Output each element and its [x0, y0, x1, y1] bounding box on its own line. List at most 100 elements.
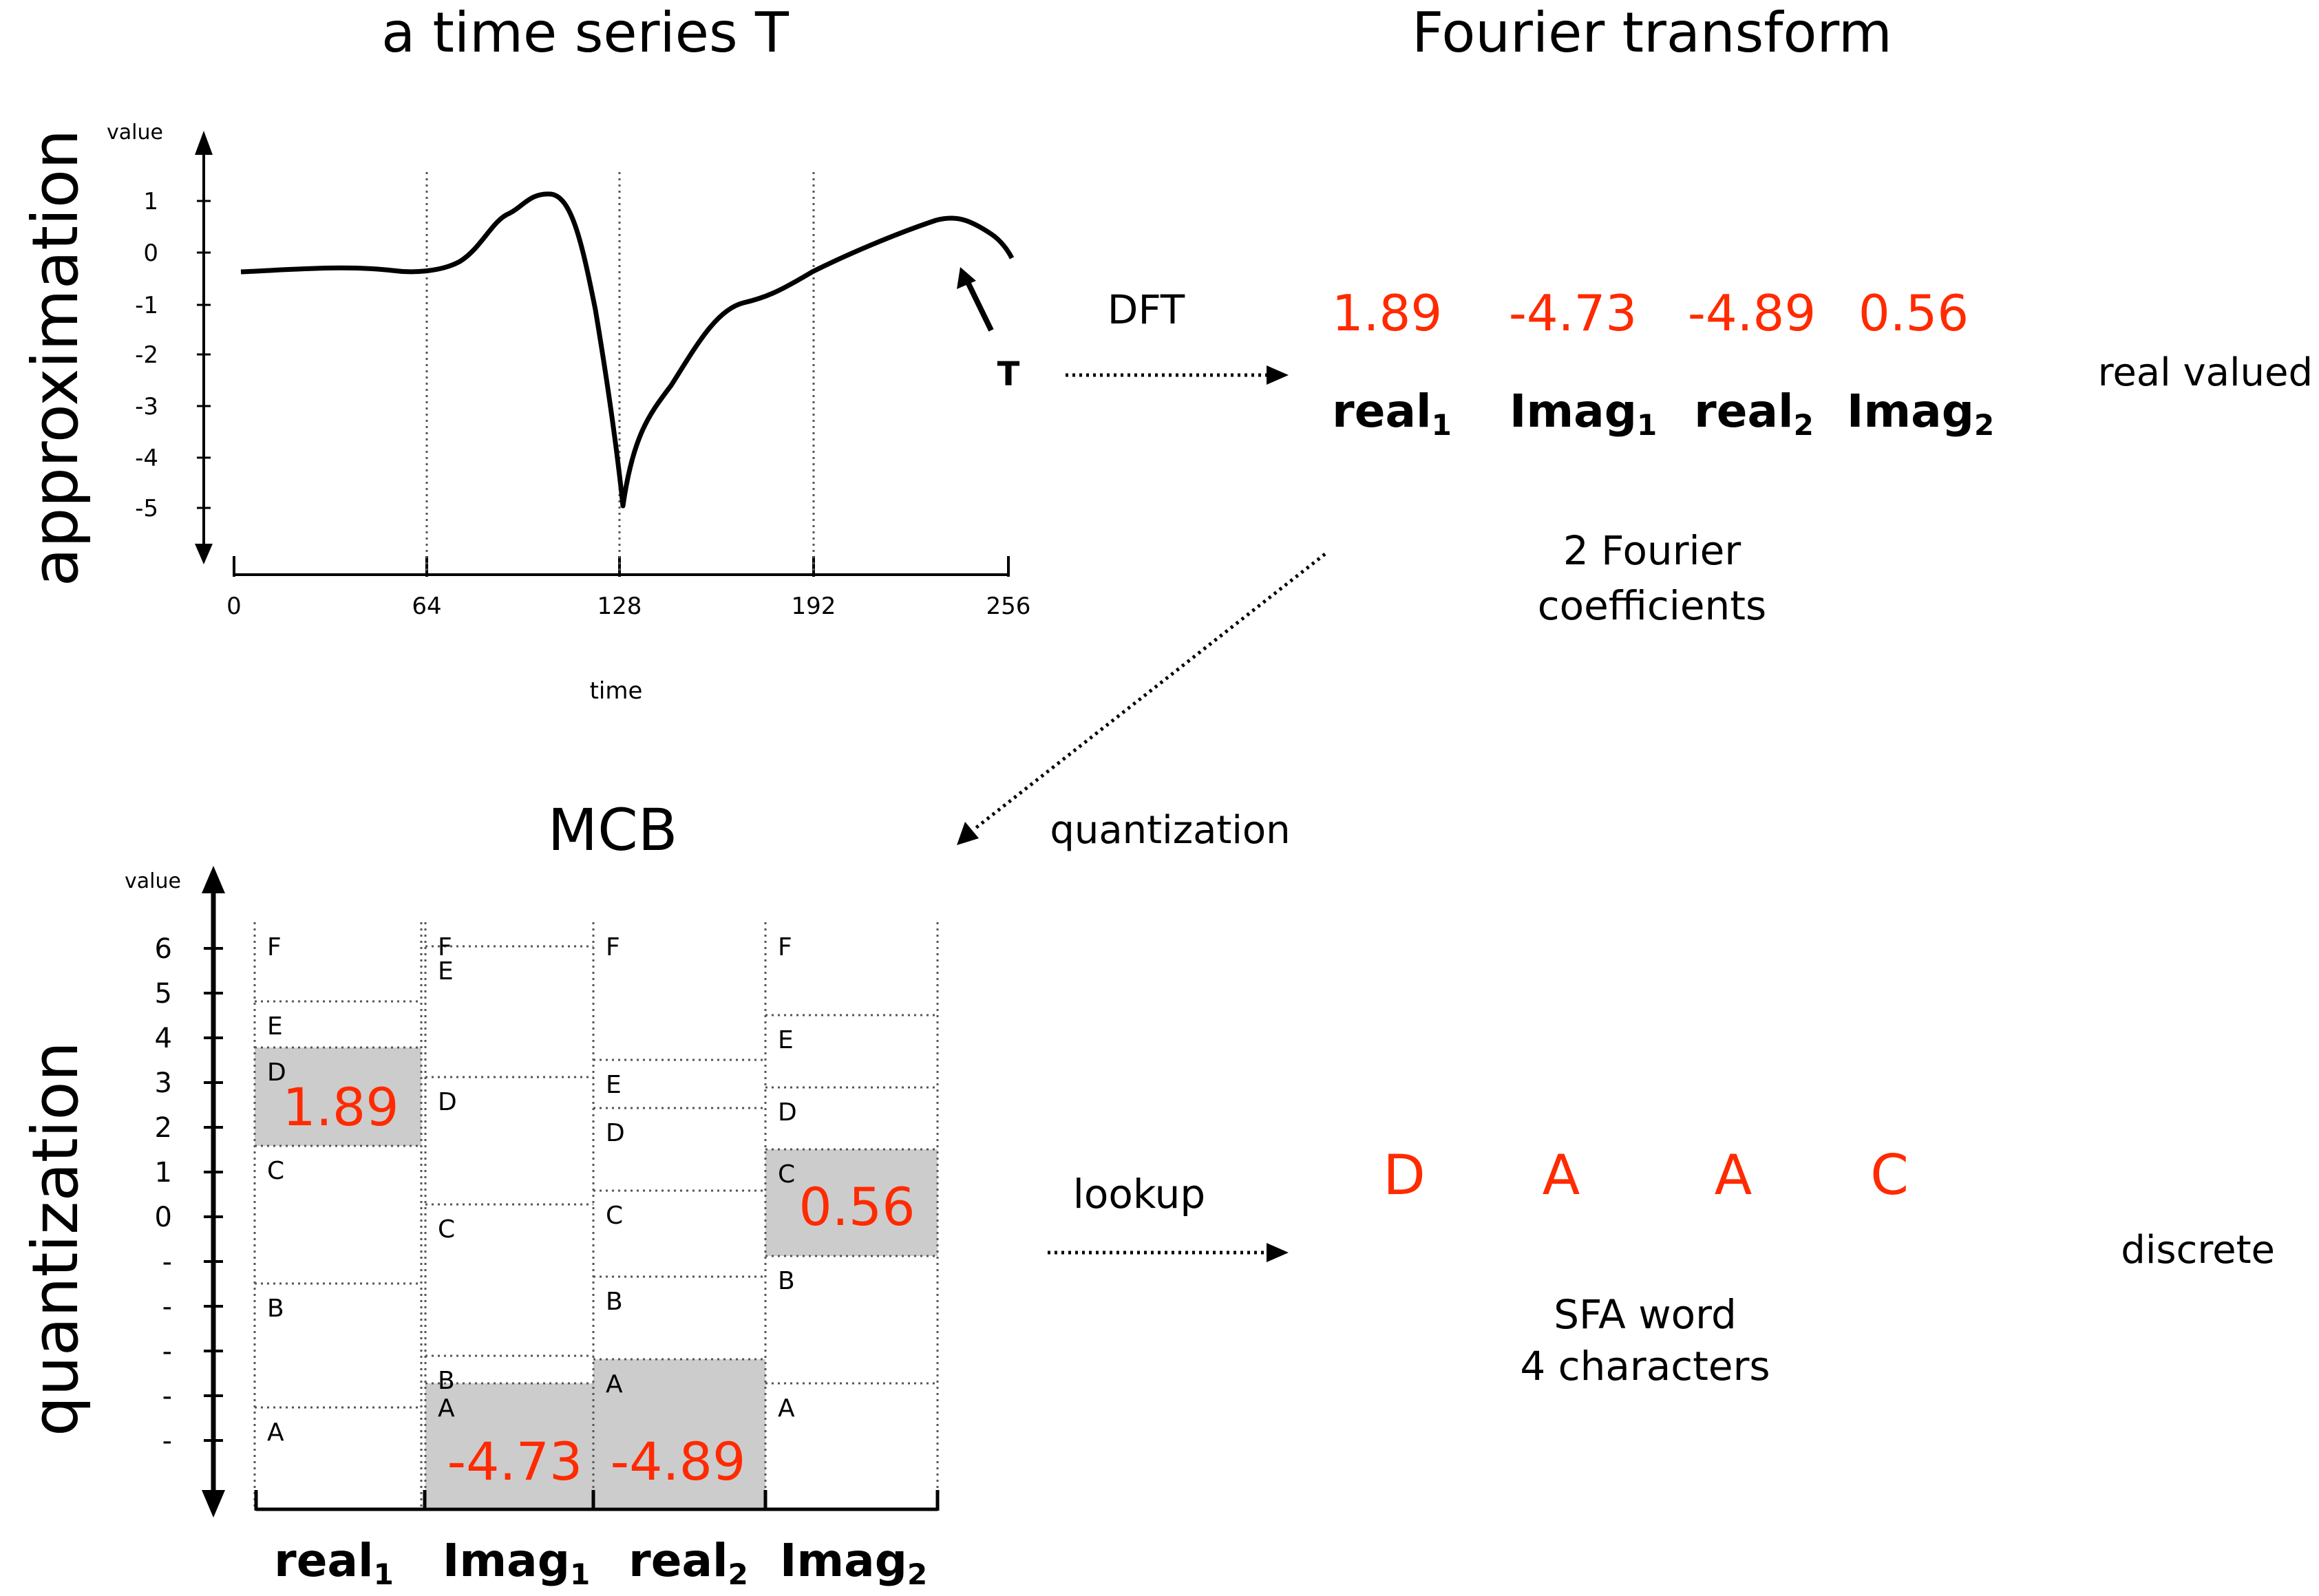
coefficient-label: Imag2 [1847, 385, 1994, 442]
mcb-bin-letter: E [438, 957, 454, 986]
mcb-column-label: Imag1 [443, 1534, 590, 1591]
ts-y-axis-label: value [107, 120, 163, 145]
mcb-bin-letter: B [267, 1295, 284, 1323]
mcb-y-tick-label: - [162, 1425, 172, 1457]
ts-y-axis-arrow-top [195, 131, 213, 155]
coefficient-value: -4.89 [1688, 284, 1816, 342]
dft-arrow-label: DFT [1108, 286, 1185, 333]
ts-x-tick-label: 256 [986, 593, 1031, 620]
mcb-bin-letter: E [778, 1026, 794, 1054]
ts-y-ticks: 10-1-2-3-4-5 [135, 188, 211, 522]
mcb-selected-cell [255, 1047, 421, 1146]
mcb-column-label: real1 [274, 1534, 394, 1591]
mcb-y-tick-label: - [162, 1381, 172, 1412]
mcb-bin-letter: A [778, 1394, 795, 1423]
real-valued-note: real valued [2098, 350, 2313, 395]
sfa-word: D A A C [1383, 1143, 1909, 1207]
ts-x-tick-label: 0 [226, 593, 242, 620]
quantization-arrow [973, 553, 1326, 831]
mcb-cell-value: 1.89 [282, 1076, 399, 1138]
mcb-bin-letter: B [438, 1367, 455, 1395]
mcb-selected-cell [765, 1149, 938, 1256]
ts-x-tick-label: 128 [597, 593, 642, 620]
mcb-bin-letter: C [606, 1202, 623, 1230]
mcb-bin-letter: A [267, 1418, 284, 1447]
quantization-arrow-label: quantization [1050, 808, 1290, 853]
ts-x-tick-label: 64 [412, 593, 441, 620]
mcb-y-tick-label: 5 [155, 978, 172, 1010]
mcb-y-tick-label: 3 [155, 1067, 172, 1099]
lookup-arrow-label: lookup [1073, 1171, 1205, 1217]
mcb-bin-letter: A [606, 1370, 623, 1398]
sfa-word-char: A [1543, 1143, 1580, 1207]
mcb-y-tick-label: 6 [155, 933, 172, 965]
ts-x-axis-label: time [590, 677, 643, 705]
mcb-title: MCB [548, 796, 678, 864]
mcb-column-label: real2 [628, 1534, 748, 1591]
quantization-arrowhead [957, 822, 979, 845]
mcb-bin-letter: D [438, 1088, 457, 1116]
mcb-bin-letter: F [438, 933, 452, 961]
mcb-bin-letter: F [606, 933, 620, 961]
ts-y-axis-arrow-bottom [195, 544, 213, 564]
coefficient-label: real2 [1694, 385, 1814, 442]
mcb-bin-letter: E [267, 1012, 283, 1041]
coefficient-value: 1.89 [1332, 284, 1442, 342]
mcb-y-axis-label: value [125, 869, 181, 893]
sfa-word-char: C [1870, 1143, 1909, 1207]
sfa-word-char: A [1715, 1143, 1753, 1207]
ts-y-tick-label: -1 [135, 292, 158, 319]
ts-y-tick-label: -5 [135, 495, 158, 522]
t-pointer-arrow [964, 279, 994, 332]
mcb-bin-letter: B [778, 1267, 795, 1295]
coefficient-value: -4.73 [1509, 284, 1637, 342]
coefficient-label: real1 [1332, 385, 1452, 442]
fourier-coefficients: 1.89 -4.73 -4.89 0.56 [1332, 284, 1969, 342]
mcb-bin-letter: A [438, 1394, 455, 1423]
mcb-y-axis-arrow-top [202, 866, 225, 893]
ts-x-tick-label: 192 [792, 593, 836, 620]
ts-y-tick-label: -2 [135, 341, 158, 369]
time-series-title: a time series T [381, 1, 790, 65]
coefficient-labels: real1 Imag1 real2 Imag2 [1332, 385, 1994, 442]
mcb-selected-cell [593, 1359, 765, 1507]
mcb-bin-letter: B [606, 1288, 623, 1316]
mcb-cell-value: -4.89 [611, 1431, 746, 1492]
mcb-bin-letter: E [606, 1071, 622, 1099]
dft-arrowhead [1267, 365, 1289, 385]
mcb-y-tick-label: 2 [155, 1112, 172, 1144]
mcb-column: -4.73 FE D C BA [424, 922, 595, 1507]
coefficient-value: 0.56 [1859, 284, 1969, 342]
coefficient-label: Imag1 [1510, 385, 1657, 442]
mcb-bin-letter: D [606, 1119, 625, 1147]
mcb-cell-value: 0.56 [798, 1176, 915, 1237]
sfa-word-char: D [1383, 1143, 1426, 1207]
mcb-columns: 1.89FEDCBA-4.73FEDCBA-4.89FEDCBA0.56FEDC… [253, 922, 939, 1507]
side-label-quantization: quantization [19, 1041, 92, 1436]
ts-y-tick-label: -4 [135, 445, 158, 472]
mcb-y-tick-label: 4 [155, 1023, 172, 1054]
sfa-caption-line1: SFA word [1554, 1291, 1737, 1338]
mcb-y-tick-label: 1 [155, 1157, 172, 1189]
mcb-y-tick-label: 0 [155, 1202, 172, 1233]
mcb-bin-letter: C [778, 1160, 795, 1189]
mcb-column: -4.89 F ED C B A [592, 922, 767, 1507]
mcb-x-ticks [254, 1490, 940, 1511]
fourier-caption-line1: 2 Fourier [1563, 527, 1741, 574]
mcb-bin-letter: C [438, 1215, 455, 1244]
mcb-y-tick-label: - [162, 1336, 172, 1368]
mcb-y-tick-label: - [162, 1246, 172, 1278]
mcb-bin-letter: D [267, 1058, 286, 1087]
mcb-cell-value: -4.73 [447, 1431, 583, 1492]
fourier-caption-line2: coefficients [1538, 582, 1767, 629]
series-label-t: T [997, 355, 1020, 394]
mcb-bin-letter: D [778, 1098, 797, 1127]
discrete-note: discrete [2121, 1228, 2275, 1273]
mcb-bin-letter: C [267, 1157, 284, 1185]
t-pointer-arrowhead [957, 267, 976, 289]
ts-y-tick-label: -3 [135, 393, 158, 421]
mcb-selected-cell [425, 1383, 593, 1507]
